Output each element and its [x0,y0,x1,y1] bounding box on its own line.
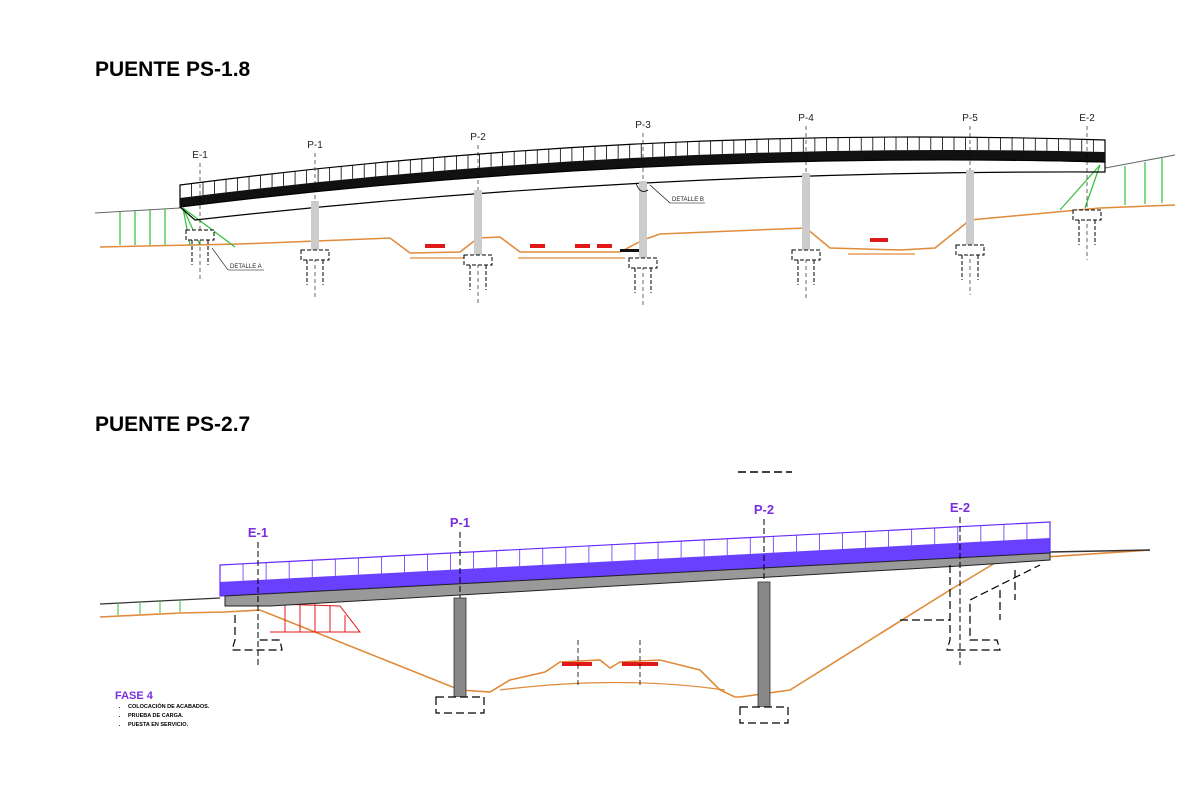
phase-title: FASE 4 [115,690,153,702]
bridge-2-title: PUENTE PS-2.7 [95,413,251,436]
support-P-1: P-1 [435,515,485,714]
pier-column [639,181,647,258]
phase-item: PRUEBA DE CARGA. [128,712,209,721]
bridge-1-girder [178,159,1106,221]
railway-tracks [562,662,658,666]
bridge-2-deck [220,538,1050,596]
support-E-1: E-1 [248,525,268,665]
pile-cap [628,257,658,269]
pile-cap [955,244,985,256]
pile-cap [300,249,330,261]
detail-b-leader [649,184,671,204]
fill-hatch [284,604,346,632]
pier-column [474,190,482,255]
pier-column [802,173,810,250]
bridge-1-deck [180,149,1105,207]
fill-outline [270,603,362,633]
support-label: P-1 [307,140,323,151]
ground-line [99,549,1151,698]
support-P-2: P-2 [739,502,789,724]
detail-a-leader [211,247,229,271]
support-E-2: E-2 [950,500,970,665]
support-label: P-3 [635,120,651,131]
pier-column [453,597,467,698]
support-P-3: P-3 [628,120,658,308]
pier-column [757,581,771,708]
detail-a-label: DETALLE A [230,264,262,270]
phase-list: COLOCACIÓN DE ACABADOS. PRUEBA DE CARGA.… [115,703,209,730]
approach-road [1049,549,1151,553]
bridge-2-supports: E-1 P-1 P-2 E-2 [248,500,970,724]
support-label: E-1 [248,525,268,540]
support-label: P-1 [450,515,470,530]
approach-road [94,207,181,214]
pile-cap [1072,209,1102,221]
embankment-slope [117,600,181,615]
bridge-1-elevation: E-1 P-1 P-2 P-3 P-4 P-5 E-2 DETALLE A DETALLE … [94,113,1176,308]
support-label: P-4 [798,113,814,124]
pile-cap [463,254,493,266]
pier-column [966,170,974,245]
footing [739,706,789,724]
support-label: P-2 [470,132,486,143]
ground-line-lower [499,681,726,691]
abutment-outlines [231,564,1041,651]
bridge-2-elevation: E-1 P-1 P-2 E-2 [99,471,1151,724]
support-P-1: P-1 [300,140,330,300]
approach-road [1104,154,1176,169]
bridge-2-railing-posts [242,523,1028,581]
bridge-1-title: PUENTE PS-1.8 [95,58,251,81]
support-P-5: P-5 [955,113,985,295]
support-E-2: E-2 [1072,113,1102,260]
support-label: E-2 [1079,113,1095,124]
railway-tracks [425,238,888,252]
support-P-4: P-4 [791,113,821,300]
pile-cap [185,229,215,241]
support-label: P-2 [754,502,774,517]
footing [435,696,485,714]
ground-line [99,204,1176,254]
phase-legend: FASE 4 COLOCACIÓN DE ACABADOS. PRUEBA DE… [115,690,209,730]
phase-item: COLOCACIÓN DE ACABADOS. [128,703,209,712]
support-label: P-5 [962,113,978,124]
support-label: E-1 [192,150,208,161]
detail-b-marker [635,182,649,192]
bridge-1-railing-posts [191,137,1094,197]
pile-cap [791,249,821,261]
detail-b-label: DETALLE B [672,197,704,203]
support-E-1: E-1 [185,150,215,280]
pier-column [311,201,319,250]
support-P-2: P-2 [463,132,493,305]
bridge-1-supports: E-1 P-1 P-2 P-3 P-4 P-5 E-2 [185,113,1102,308]
support-label: E-2 [950,500,970,515]
phase-item: PUESTA EN SERVICIO. [128,721,209,730]
